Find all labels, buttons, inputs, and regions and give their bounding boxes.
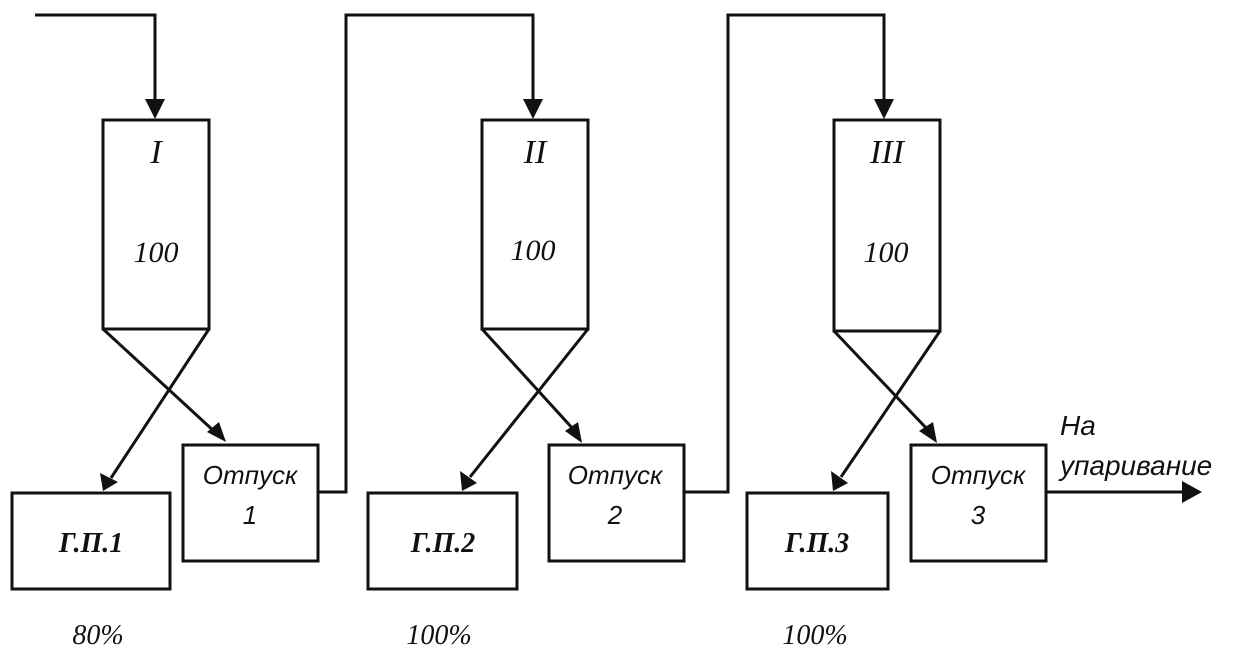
column-box <box>832 118 942 333</box>
column-id: III <box>869 134 906 171</box>
release1-to-column2-line <box>318 13 535 494</box>
gp-box-2 <box>366 491 519 591</box>
gp-box-1 <box>10 491 172 591</box>
release-number: 3 <box>971 500 986 530</box>
gp-percent: 100% <box>406 620 471 651</box>
release-number: 1 <box>243 500 257 530</box>
column-value: 100 <box>511 234 556 267</box>
flow-connectors <box>35 13 1202 503</box>
column-2: II 100 <box>460 118 590 491</box>
gp-percent: 100% <box>782 620 847 651</box>
release-label: Отпуск <box>203 460 299 490</box>
release-number: 2 <box>607 500 623 530</box>
gp-box-3 <box>745 491 890 591</box>
release2-to-column3-line <box>684 13 886 494</box>
release-label: Отпуск <box>931 460 1027 490</box>
gp-label: Г.П.2 <box>410 528 476 559</box>
column-value: 100 <box>864 236 909 269</box>
column-box <box>101 118 211 331</box>
arrowhead-column3 <box>874 99 894 119</box>
column-id: I <box>149 134 163 171</box>
output-label-line1: На <box>1060 410 1096 441</box>
column-id: II <box>523 134 548 171</box>
arrowhead-inlet <box>145 99 165 119</box>
column-box <box>480 118 590 331</box>
column-splitter <box>460 327 590 491</box>
gp-percent: 80% <box>72 620 123 651</box>
arrowhead-output <box>1182 481 1202 503</box>
column-value: 100 <box>134 236 179 269</box>
output-label-line2: упаривание <box>1058 450 1212 481</box>
release-box-1 <box>181 443 320 563</box>
column-3: III 100 <box>831 118 942 491</box>
column-1: I 100 <box>100 118 226 491</box>
gp-label: Г.П.3 <box>784 528 850 559</box>
column-splitter <box>831 329 942 491</box>
release-box-3 <box>909 443 1048 563</box>
release-label: Отпуск <box>568 460 664 490</box>
column-splitter <box>100 327 226 491</box>
gp-label: Г.П.1 <box>58 528 124 559</box>
release-box-2 <box>547 443 686 563</box>
inlet-line <box>35 13 157 100</box>
arrowhead-column2 <box>523 99 543 119</box>
